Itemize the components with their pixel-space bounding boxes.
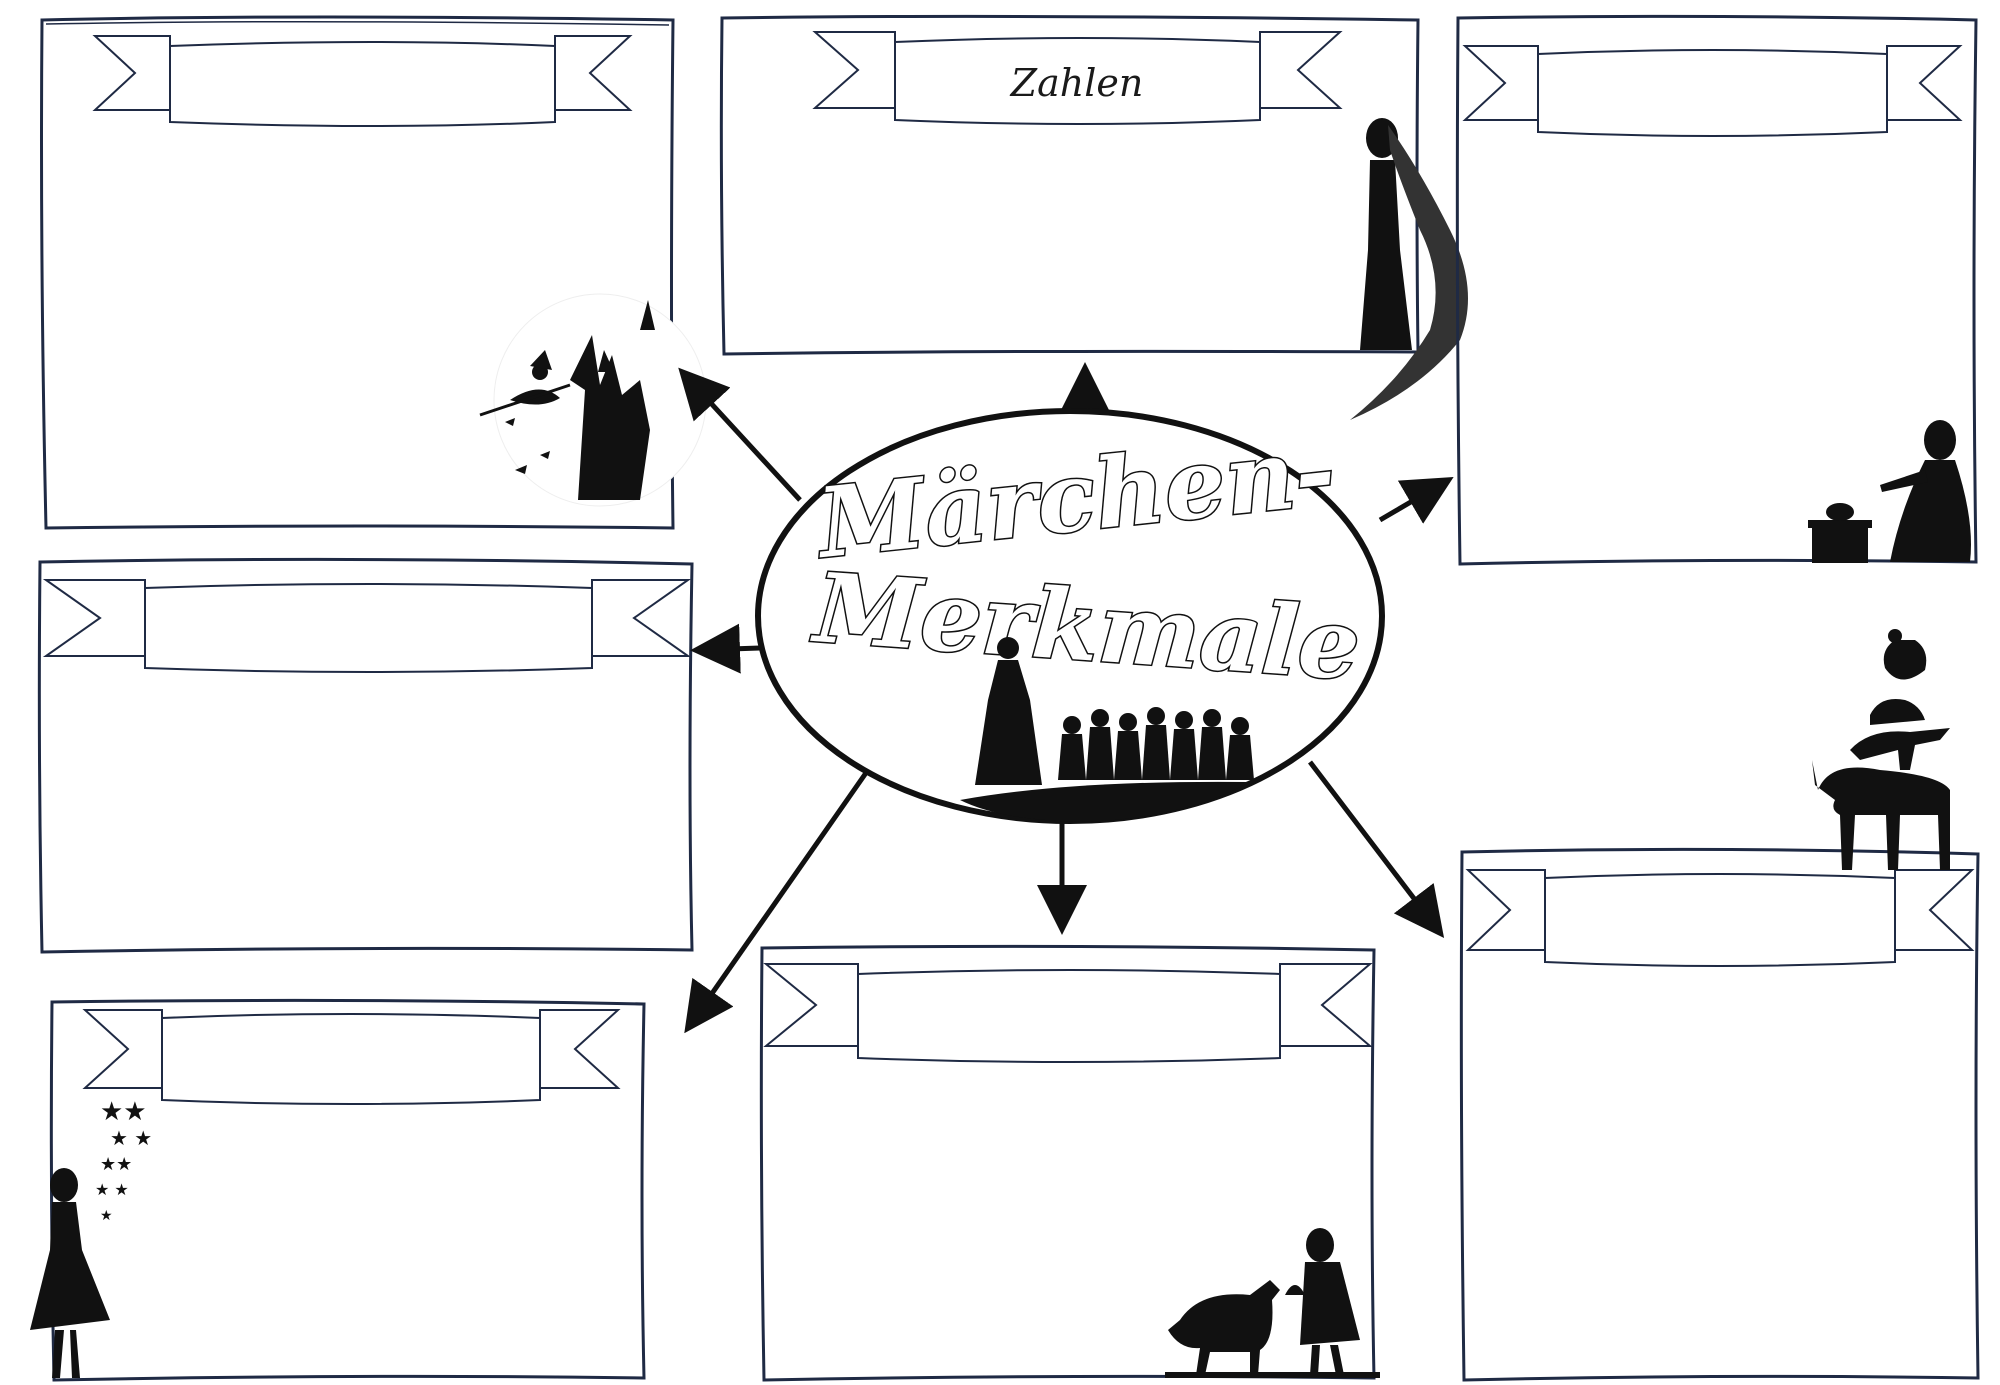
center-title-ellipse: Märchen- Merkmale (755, 408, 1385, 824)
svg-text:★ ★: ★ ★ (110, 1126, 152, 1150)
box-bottom-center (759, 944, 1380, 1382)
banner (42, 579, 692, 673)
svg-text:★★: ★★ (100, 1097, 147, 1127)
banner (763, 963, 1373, 1063)
box-frame (40, 15, 675, 530)
svg-text:★ ★: ★ ★ (95, 1180, 129, 1199)
box-top-left (40, 15, 707, 530)
box-frame (1459, 847, 1980, 1382)
arrow-to-top-left (678, 367, 802, 502)
box-bottom-left: ★★ ★ ★ ★★ ★ ★ ★ (30, 998, 646, 1382)
arrow-to-bottom-right (1308, 760, 1445, 938)
box-top-right (1455, 14, 1978, 566)
svg-text:★: ★ (100, 1208, 113, 1224)
arrow-to-top-right (1378, 476, 1454, 524)
box-frame (1455, 14, 1978, 566)
red-riding-hood-wolf-icon (1165, 1228, 1380, 1378)
princess-frog-icon (1808, 420, 1971, 563)
star-girl-icon: ★★ ★ ★ ★★ ★ ★ ★ (30, 1097, 152, 1378)
banner (812, 31, 1343, 125)
arrow-to-bottom-left (684, 768, 871, 1034)
banner (1465, 869, 1975, 967)
rapunzel-icon (1350, 118, 1468, 420)
box-top-center: Zahlen (719, 14, 1468, 420)
svg-text:★★: ★★ (100, 1154, 132, 1175)
box-label: Zahlen (1010, 61, 1144, 105)
arrows (678, 362, 1454, 1034)
box-bottom-right (1459, 629, 1980, 1382)
banner (1462, 45, 1963, 137)
town-musicians-icon (1812, 629, 1950, 870)
witch-castle-icon (479, 293, 707, 507)
banner (82, 1009, 621, 1105)
arrow-to-middle-left (690, 623, 761, 674)
box-frame (37, 557, 694, 954)
banner (92, 35, 633, 127)
snow-white-dwarfs-icon (960, 637, 1254, 822)
box-middle-left (37, 557, 694, 954)
